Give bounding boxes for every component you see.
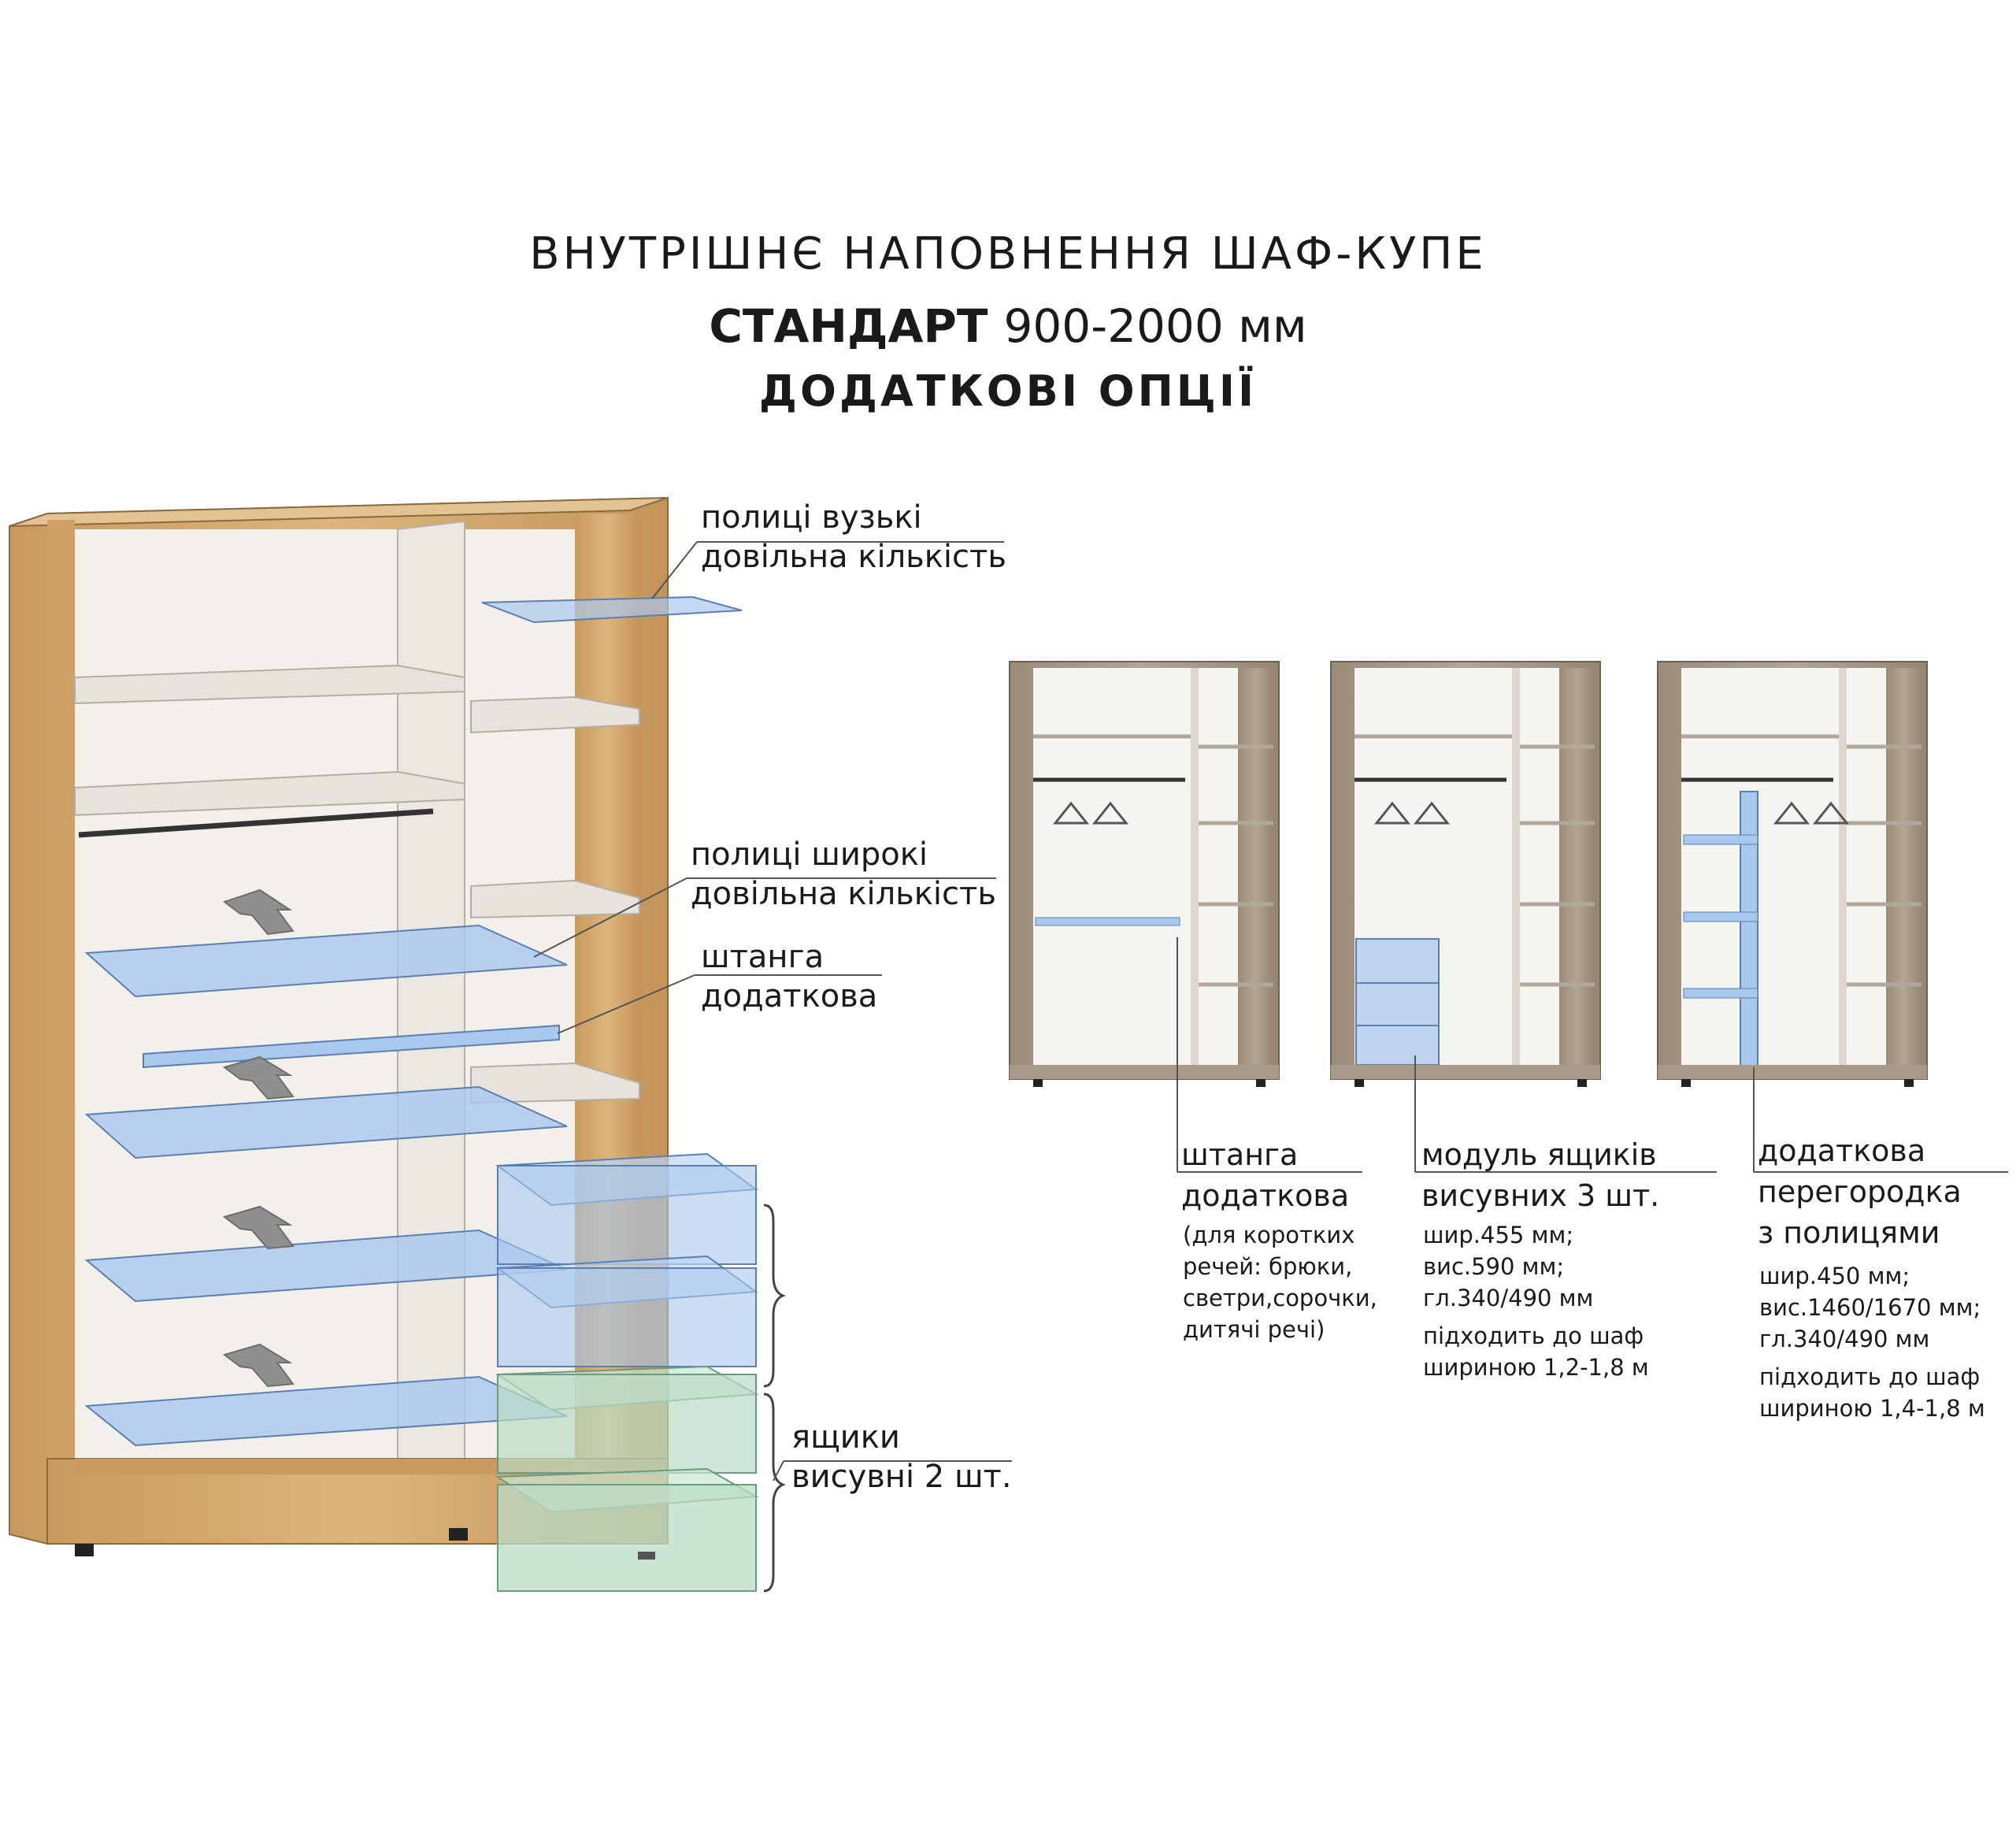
detail-line: підходить до шаф [1759, 1361, 1985, 1393]
detail-line: светри,сорочки, [1183, 1282, 1377, 1314]
label-rod: штанга додаткова [701, 937, 877, 1016]
blue-drawers [498, 1154, 756, 1367]
detail-line: вис.1460/1670 мм; [1759, 1292, 1985, 1323]
label-line: штанга [701, 937, 877, 977]
detail-line: шириною 1,4-1,8 м [1759, 1393, 1985, 1424]
label-line: додаткова [1758, 1130, 1962, 1171]
label-line: довільна кількість [701, 537, 1006, 577]
label-narrow-shelves: полиці вузькі довільна кількість [701, 498, 1006, 577]
detail-line: (для коротких [1183, 1219, 1377, 1251]
label-line: полиці вузькі [701, 498, 1006, 537]
detail-line: підходить до шаф [1423, 1320, 1649, 1352]
option-2-details: шир.455 мм; вис.590 мм; гл.340/490 мм пі… [1423, 1219, 1649, 1383]
label-wide-shelves: полиці широкі довільна кількість [691, 835, 996, 914]
label-line: додаткова [1181, 1175, 1349, 1216]
detail-line: вис.590 мм; [1423, 1251, 1649, 1282]
label-line: довільна кількість [691, 874, 996, 914]
option-1-title: штанга додаткова [1181, 1134, 1349, 1216]
option-1-details: (для коротких речей: брюки, светри,сороч… [1183, 1219, 1377, 1345]
small-wardrobe-3 [1658, 662, 1927, 1087]
small-wardrobe-2 [1331, 662, 1600, 1087]
label-line: додаткова [701, 977, 877, 1016]
label-line: штанга [1181, 1134, 1349, 1175]
label-line: перегородка [1758, 1171, 1962, 1212]
label-line: висувних 3 шт. [1421, 1175, 1659, 1216]
label-line: модуль ящиків [1421, 1134, 1659, 1175]
label-drawers: ящики висувні 2 шт. [791, 1418, 1012, 1497]
detail-line: речей: брюки, [1183, 1251, 1377, 1282]
green-drawers [498, 1367, 756, 1591]
detail-line: гл.340/490 мм [1759, 1323, 1985, 1355]
label-line: з полицями [1758, 1212, 1962, 1253]
label-line: висувні 2 шт. [791, 1457, 1012, 1497]
detail-line: шир.450 мм; [1759, 1260, 1985, 1292]
small-wardrobe-1 [1010, 662, 1279, 1087]
main-wardrobe [9, 498, 783, 1591]
detail-line: гл.340/490 мм [1423, 1282, 1649, 1314]
detail-line: шириною 1,2-1,8 м [1423, 1352, 1649, 1383]
option-2-title: модуль ящиків висувних 3 шт. [1421, 1134, 1659, 1216]
label-line: ящики [791, 1418, 1012, 1457]
option-3-title: додаткова перегородка з полицями [1758, 1130, 1962, 1253]
label-line: полиці широкі [691, 835, 996, 874]
detail-line: шир.455 мм; [1423, 1219, 1649, 1251]
detail-line: дитячі речі) [1183, 1314, 1377, 1345]
option-3-details: шир.450 мм; вис.1460/1670 мм; гл.340/490… [1759, 1260, 1985, 1424]
